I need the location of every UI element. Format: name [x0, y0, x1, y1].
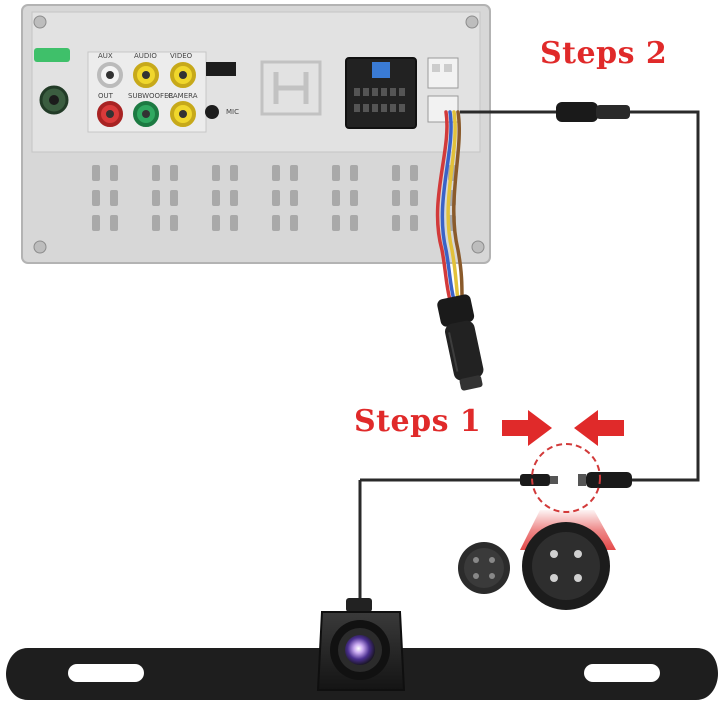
vent-slot [332, 215, 340, 231]
vent-slot [92, 215, 100, 231]
vent-slot [272, 165, 280, 181]
connector-male-icon [458, 542, 510, 594]
step2-inline-plug-icon [556, 102, 630, 122]
vent-slot [110, 215, 118, 231]
audio-port-label: AUDIO [134, 52, 157, 60]
vent-slot [392, 165, 400, 181]
logo-emboss [260, 60, 322, 116]
subwoofer-port-label: SUBWOOFER [128, 92, 174, 100]
vent-slot [332, 165, 340, 181]
mic-label: MIC [226, 108, 239, 116]
step-2-label: Steps 2 [540, 36, 668, 71]
vent-slot [392, 190, 400, 206]
camera-lens-icon [345, 635, 375, 665]
usb-port-icon [206, 62, 236, 76]
vent-slot [110, 165, 118, 181]
vent-slot [170, 165, 178, 181]
vent-slot [170, 215, 178, 231]
antenna-port-icon [34, 48, 70, 115]
red-arrow-left-icon [574, 410, 624, 446]
vent-slot [170, 190, 178, 206]
vent-slot [332, 190, 340, 206]
vent-slot [350, 215, 358, 231]
rca-ports [97, 62, 196, 127]
vent-slot [392, 215, 400, 231]
main-harness-connector-icon [345, 57, 417, 129]
vent-slot [152, 190, 160, 206]
video-port-label: VIDEO [170, 52, 193, 60]
vent-slot [290, 190, 298, 206]
vent-slot [212, 190, 220, 206]
backup-camera [316, 598, 406, 691]
vent-slot [230, 215, 238, 231]
vent-slot [152, 215, 160, 231]
head-unit: AUX AUDIO VIDEO OUT SUBWOOFER CAMERA MIC [21, 4, 491, 264]
vent-slot [212, 165, 220, 181]
vent-slot [272, 190, 280, 206]
vent-slot [410, 215, 418, 231]
vent-slot [350, 190, 358, 206]
vent-slot [152, 165, 160, 181]
step-1-label: Steps 1 [354, 404, 482, 439]
vent-slot [230, 190, 238, 206]
vent-slot [410, 165, 418, 181]
vent-slot [110, 190, 118, 206]
out-port-label: OUT [98, 92, 114, 100]
screw-icon [33, 15, 485, 254]
step1-connectors [520, 472, 632, 488]
camera-port-label: CAMERA [168, 92, 198, 100]
vent-slot [212, 215, 220, 231]
mic-jack-icon [205, 105, 219, 119]
vent-slots [92, 165, 456, 231]
harness-wires [435, 110, 464, 302]
extension-cable [358, 110, 700, 608]
vent-slot [410, 190, 418, 206]
connector-female-icon [522, 522, 610, 610]
aux-port-label: AUX [98, 52, 113, 60]
vent-slot [350, 165, 358, 181]
vent-slot [290, 165, 298, 181]
vent-slot [92, 165, 100, 181]
red-arrow-right-icon [502, 410, 552, 446]
vent-slot [230, 165, 238, 181]
vent-slot [272, 215, 280, 231]
harness-plug-icon [437, 294, 484, 391]
vent-slot [92, 190, 100, 206]
vent-slot [290, 215, 298, 231]
